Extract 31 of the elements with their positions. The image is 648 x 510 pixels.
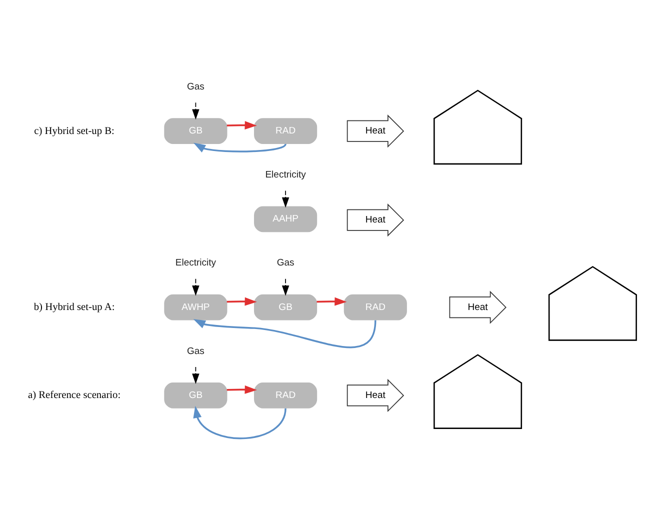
label: b) Hybrid set-up A: [34,302,115,314]
node-box: RAD [254,382,318,408]
arrow [193,142,286,152]
node-house [434,90,522,165]
arrow [316,297,347,306]
node-text: Gas [186,81,204,92]
node-box: GB [254,294,318,320]
label: c) Hybrid set-up B: [34,126,114,137]
node-text: Gas [276,258,294,269]
node-box: GB [164,118,228,144]
node-house [548,266,637,341]
node-text: Gas [186,346,204,357]
arrow [193,406,286,440]
node-house [434,354,522,429]
node-text: Electricity [265,170,306,181]
arrow [282,278,290,296]
arrow [282,190,290,208]
node-box: AAHP [254,206,318,232]
arrow [192,102,200,120]
node-box: GB [164,382,228,408]
arrow [193,319,376,348]
node-box: AWHP [164,294,228,320]
node-box: RAD [344,294,407,320]
node-text: Electricity [175,258,216,269]
arrow [192,278,200,296]
arrow [226,121,257,130]
node-box: RAD [254,118,318,144]
arrow [226,385,257,394]
arrow [192,366,200,384]
arrow [226,297,257,306]
label: a) Reference scenario: [28,390,121,402]
